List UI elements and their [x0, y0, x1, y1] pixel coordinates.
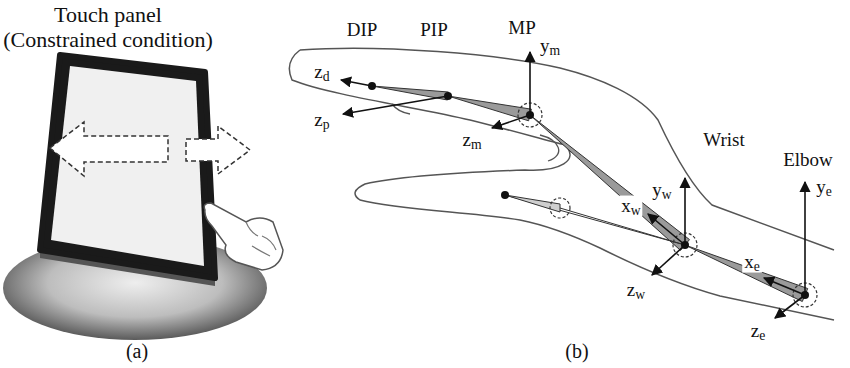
- joint-name: MP: [506, 18, 537, 39]
- panel-label: Touch panel (Constrained condition): [3, 2, 213, 52]
- axis-arrow: [652, 245, 685, 275]
- axis-letter: z: [462, 129, 470, 150]
- axis-label: xe: [742, 252, 762, 273]
- axis-arrow: [775, 295, 805, 318]
- swipe-arrow-right: [186, 126, 250, 174]
- swipe-arrow-left: [50, 122, 168, 176]
- joint-name: Elbow: [781, 150, 835, 171]
- joint-dot: [501, 191, 509, 199]
- thumb-bone: [505, 195, 560, 212]
- axis-label: ye: [814, 177, 834, 198]
- axis-subscript: e: [754, 259, 760, 274]
- axis-letter: y: [652, 179, 662, 200]
- hand-finger-lines: [246, 222, 276, 256]
- axis-letter: z: [314, 109, 322, 130]
- axis-label: zp: [312, 110, 331, 131]
- axis-arrow: [343, 96, 448, 114]
- axis-label: zd: [312, 62, 331, 83]
- axis-label: ze: [749, 321, 768, 342]
- axis-subscript: e: [826, 184, 832, 199]
- axis-arrow: [684, 178, 686, 245]
- hand-sketch: [204, 203, 283, 270]
- axis-label: ym: [538, 36, 562, 57]
- axis-subscript: e: [759, 328, 765, 343]
- axis-label: zm: [460, 130, 483, 151]
- axis-arrow: [804, 182, 806, 295]
- axis-letter: x: [744, 251, 754, 272]
- forearm-bone: [685, 245, 808, 302]
- axis-subscript: w: [662, 187, 672, 202]
- metacarpal-bone: [530, 115, 690, 250]
- axis-letter: z: [751, 320, 759, 341]
- tablet-screen: [51, 66, 204, 266]
- proximal-bone: [448, 96, 531, 121]
- axis-letter: y: [540, 35, 550, 56]
- hand-outline-top: [300, 48, 834, 250]
- axis-letter: x: [621, 195, 631, 216]
- axis-arrow: [492, 115, 530, 128]
- axis-arrow: [529, 52, 531, 115]
- axis-letter: z: [314, 61, 322, 82]
- tablet-frame: [40, 55, 215, 278]
- joint-name: DIP: [345, 20, 380, 41]
- axis-arrow: [648, 214, 685, 245]
- axis-subscript: w: [631, 203, 641, 218]
- axis-arrow: [341, 80, 372, 86]
- axis-label: yw: [650, 180, 673, 201]
- joint-name: PIP: [418, 20, 449, 41]
- thumb-link: [505, 195, 685, 245]
- axis-subscript: m: [549, 43, 560, 58]
- panel-tag: (b): [563, 340, 590, 362]
- joint-range: [550, 198, 570, 218]
- joint-name: Wrist: [701, 130, 746, 151]
- axis-subscript: m: [471, 137, 482, 152]
- axis-subscript: w: [635, 287, 645, 302]
- axis-subscript: p: [323, 117, 330, 132]
- axis-subscript: d: [323, 69, 330, 84]
- hand-outline-bottom: [289, 50, 834, 320]
- axis-arrow: [764, 278, 805, 295]
- axis-label: xw: [619, 196, 642, 217]
- axis-label: zw: [625, 280, 647, 301]
- panel-tag: (a): [124, 340, 150, 362]
- axis-letter: y: [816, 176, 826, 197]
- axis-letter: z: [627, 279, 635, 300]
